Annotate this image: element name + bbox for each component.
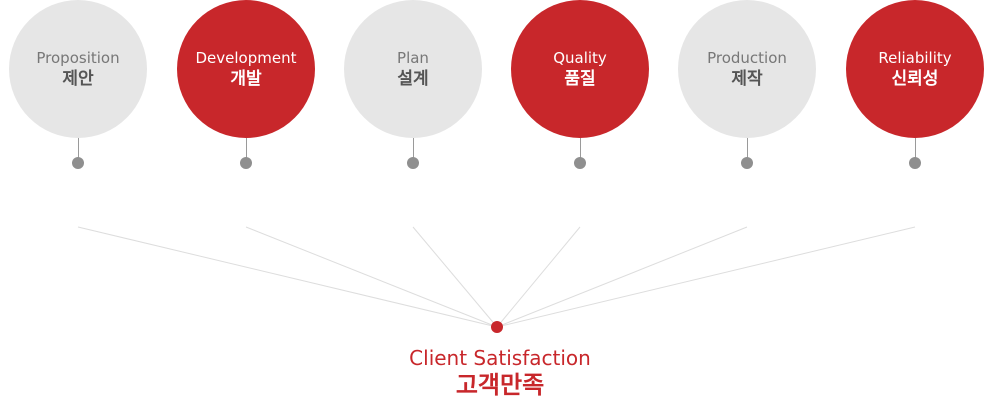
- stage-circle-production: Production 제작: [678, 0, 816, 138]
- stage-label-ko: 품질: [564, 69, 596, 89]
- stage-circle-quality: Quality 품질: [511, 0, 649, 138]
- stage-label-en: Reliability: [878, 49, 952, 67]
- stage-label-ko: 설계: [397, 69, 429, 89]
- stage-circle-plan: Plan 설계: [344, 0, 482, 138]
- stage-dot: [72, 157, 84, 169]
- connector-line-6: [496, 226, 916, 328]
- stage-dot: [909, 157, 921, 169]
- stage-stem: [580, 138, 581, 158]
- connector-line-1: [77, 226, 498, 328]
- stage-stem: [915, 138, 916, 158]
- stage-label-en: Plan: [397, 49, 429, 67]
- result-label-en: Client Satisfaction: [409, 346, 591, 370]
- result-label: Client Satisfaction 고객만족: [0, 346, 1000, 400]
- result-label-ko: 고객만족: [455, 371, 545, 399]
- stage-stem: [246, 138, 247, 158]
- connector-line-2: [245, 226, 498, 328]
- connector-line-3: [412, 226, 498, 328]
- stage-label-ko: 신뢰성: [891, 69, 939, 89]
- stage-dot: [240, 157, 252, 169]
- stage-label-en: Development: [195, 49, 297, 67]
- stage-circle-development: Development 개발: [177, 0, 315, 138]
- stage-dot: [741, 157, 753, 169]
- stage-label-ko: 개발: [230, 69, 262, 89]
- stage-label-en: Proposition: [36, 49, 120, 67]
- stage-label-ko: 제작: [731, 69, 763, 89]
- stage-label-en: Production: [707, 49, 787, 67]
- convergence-dot: [491, 321, 503, 333]
- stage-circle-reliability: Reliability 신뢰성: [846, 0, 984, 138]
- stage-label-en: Quality: [553, 49, 607, 67]
- connector-line-5: [496, 226, 748, 328]
- stage-stem: [413, 138, 414, 158]
- stage-label-ko: 제안: [62, 69, 94, 89]
- stage-circle-proposition: Proposition 제안: [9, 0, 147, 138]
- stage-dot: [407, 157, 419, 169]
- stage-stem: [78, 138, 79, 158]
- stage-stem: [747, 138, 748, 158]
- connector-line-4: [496, 226, 581, 328]
- stage-dot: [574, 157, 586, 169]
